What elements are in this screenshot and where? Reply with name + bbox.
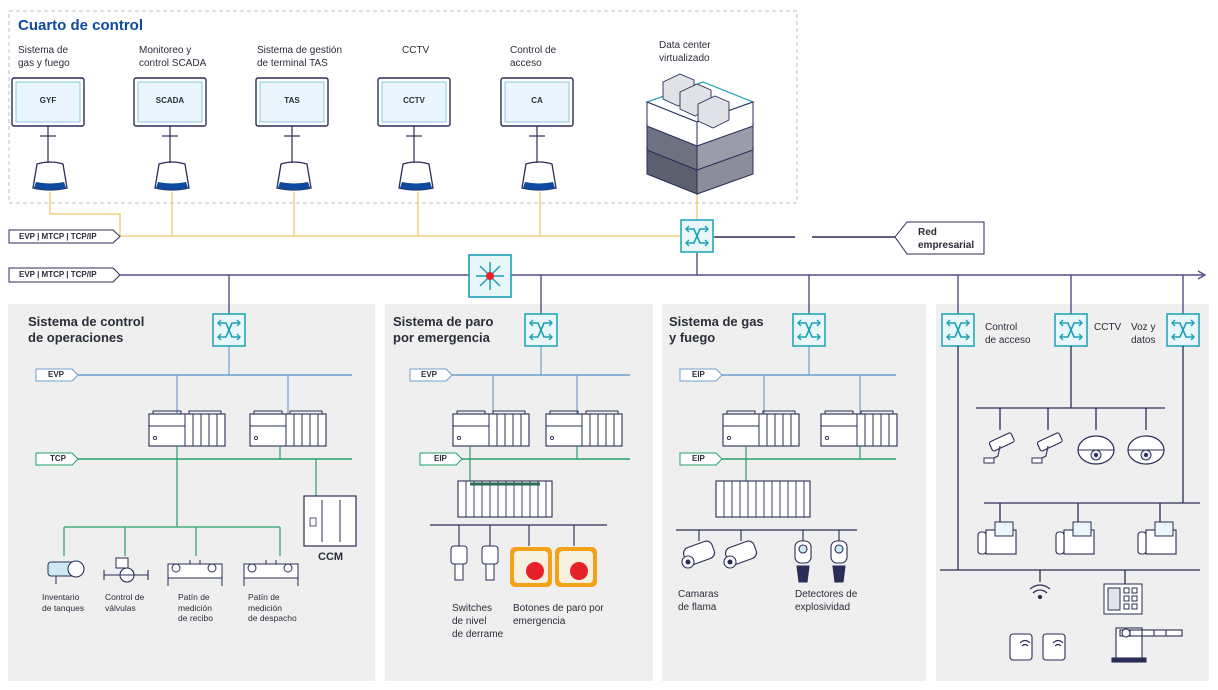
flame-camera-icon [681, 540, 758, 569]
station-label-cctv: CCTV [402, 45, 430, 56]
datacenter-icon [645, 73, 755, 195]
yellow-links [49, 192, 698, 237]
estop-button-1-icon [510, 547, 552, 587]
wifi-icon [1029, 584, 1051, 600]
gyf-io-rack [715, 480, 811, 518]
ops-switch-icon [212, 313, 246, 347]
ops-plc-1 [148, 410, 226, 447]
station-monitor-scada [133, 77, 207, 191]
panel-operations [8, 304, 375, 681]
gyf-eip-label-2: EIP [692, 454, 705, 463]
dome-camera-1-icon [1077, 435, 1115, 465]
upper-proto-tag [8, 229, 121, 244]
cctv-group-label: CCTV [1094, 322, 1122, 333]
screen-tas: TAS [284, 96, 300, 105]
station-monitor-ca [500, 77, 574, 191]
esd-eip-tag [419, 452, 463, 466]
station-monitor-cctv [377, 77, 451, 191]
panel-security [936, 304, 1209, 681]
esd-evp-label: EVP [421, 370, 438, 379]
gyf-eip-tag-2 [679, 452, 723, 466]
tank-inventory-icon [47, 560, 85, 584]
dome-camera-2-icon [1127, 435, 1165, 465]
station-monitor-tas [255, 77, 329, 191]
gyf-plc-1 [722, 410, 800, 447]
voice-switch-icon [1166, 313, 1200, 347]
screen-cctv: CCTV [403, 96, 425, 105]
level-switch-icon [450, 545, 499, 581]
lower-bus-arrow [1197, 270, 1207, 280]
gyf-eip-tag-1 [679, 368, 723, 382]
security-links [940, 346, 1200, 584]
barrier-gate-icon [1111, 627, 1183, 663]
esd-io-rack [457, 480, 553, 518]
esd-plc-1 [452, 410, 530, 447]
gas-detector-icon [794, 540, 848, 583]
datacenter-switch-icon [680, 219, 714, 253]
monitor-cables [47, 136, 538, 163]
upper-proto-label: EVP | MTCP | TCP/IP [19, 232, 97, 241]
esd-evp-tag [409, 368, 453, 382]
ops-evp-tag [35, 368, 79, 382]
ops-tcp-tag [35, 452, 79, 466]
dispatch-skid-icon [243, 560, 299, 586]
ops-tcp-label: TCP [50, 454, 66, 463]
gyf-switch-icon [792, 313, 826, 347]
core-switch-icon [468, 254, 512, 298]
lower-proto-tag [8, 267, 121, 283]
gyf-plc-2 [820, 410, 898, 447]
ccm-cabinet-icon [303, 495, 357, 547]
ops-evp-label: EVP [48, 370, 65, 379]
panel-drops [228, 275, 1184, 314]
esd-eip-label: EIP [434, 454, 447, 463]
estop-button-2-icon [555, 547, 597, 587]
station-monitor-gyf [11, 77, 85, 191]
screen-ca: CA [531, 96, 543, 105]
ops-plc-2 [249, 410, 327, 447]
valve-control-icon [103, 557, 149, 583]
control-room-title: Cuarto de control [18, 17, 144, 34]
enterprise-tag-shape [894, 221, 985, 255]
control-room-frame [8, 10, 798, 204]
esd-plc-2 [545, 410, 623, 447]
screen-scada: SCADA [155, 96, 185, 105]
keypad-icon [1103, 583, 1143, 615]
gyf-eip-label-1: EIP [692, 370, 705, 379]
cctv-switch-icon [1054, 313, 1088, 347]
access-card-reader-icon [1009, 633, 1066, 661]
lower-proto-label: EVP | MTCP | TCP/IP [19, 270, 97, 279]
esd-switch-icon [524, 313, 558, 347]
screen-gyf: GYF [39, 96, 57, 105]
ccm-label: CCM [318, 551, 344, 563]
access-switch-icon [941, 313, 975, 347]
receipt-skid-icon [167, 560, 223, 586]
